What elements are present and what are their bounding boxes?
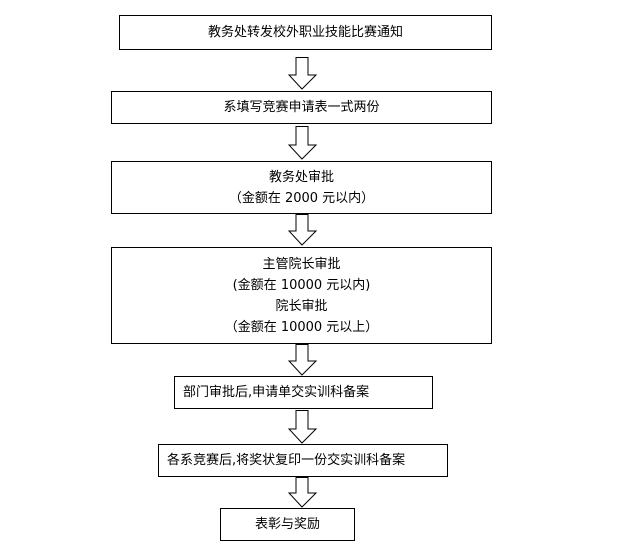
step-box-award: 表彰与奖励 [220, 508, 355, 541]
step-box-application: 系填写竞赛申请表一式两份 [111, 91, 492, 124]
down-arrow-icon [288, 477, 318, 508]
step-text: 院长审批 [275, 298, 328, 314]
step-text: 系填写竞赛申请表一式两份 [223, 100, 380, 115]
step-text: 部门审批后,申请单交实训科备案 [183, 385, 370, 400]
step-text: 各系竞赛后,将奖状复印一份交实训科备案 [167, 453, 406, 468]
down-arrow-icon [288, 344, 318, 376]
step-text: 教务处转发校外职业技能比赛通知 [207, 25, 403, 40]
step-text: 表彰与奖励 [254, 517, 320, 532]
down-arrow-icon [288, 126, 318, 160]
step-box-dean-approval: 主管院长审批 (金额在 10000 元以内) 院长审批 （金额在 10000 元… [111, 247, 492, 344]
down-arrow-icon [288, 57, 318, 90]
down-arrow-icon [288, 410, 318, 444]
step-note: （金额在 2000 元以内） [228, 190, 375, 206]
step-text: 主管院长审批 [262, 256, 341, 272]
step-box-certificate-record: 各系竞赛后,将奖状复印一份交实训科备案 [158, 444, 448, 477]
step-note: （金额在 10000 元以上） [224, 319, 379, 335]
down-arrow-icon [288, 214, 318, 246]
step-box-academic-approval: 教务处审批 （金额在 2000 元以内） [111, 161, 492, 214]
step-text: 教务处审批 [268, 169, 334, 185]
step-note: (金额在 10000 元以内) [232, 277, 371, 293]
step-box-department-record: 部门审批后,申请单交实训科备案 [174, 376, 433, 409]
step-box-notice: 教务处转发校外职业技能比赛通知 [119, 15, 492, 50]
